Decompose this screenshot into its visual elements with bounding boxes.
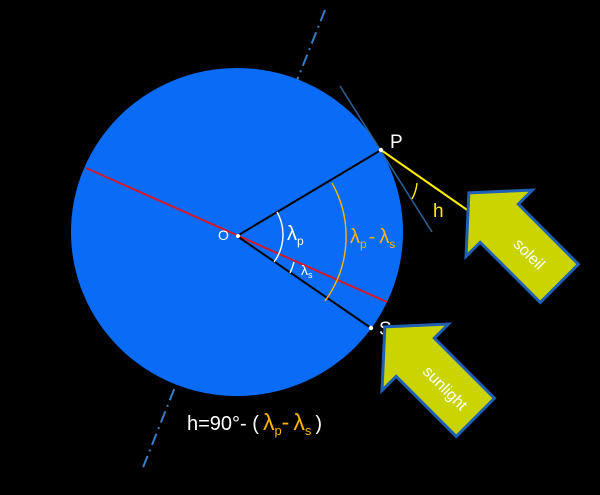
lambda-diff-sub-s: s bbox=[389, 237, 395, 251]
angle-arc-lambda-s bbox=[289, 261, 295, 274]
sun-ray bbox=[380, 149, 474, 215]
arrow-sunlight: sunlight bbox=[380, 322, 497, 439]
point-p-dot bbox=[378, 147, 384, 153]
arrow-soleil-shape bbox=[464, 188, 581, 305]
tangent-line bbox=[339, 85, 433, 233]
lambda-s-label: λs bbox=[301, 262, 313, 280]
formula: h=90°- (λp-λs) bbox=[187, 409, 322, 438]
formula-minus: - bbox=[282, 409, 290, 435]
angle-arc-diff bbox=[324, 182, 347, 302]
formula-suffix: ) bbox=[315, 413, 322, 435]
lambda-s-subscript: s bbox=[308, 270, 313, 280]
origin-label: O bbox=[218, 227, 229, 243]
radius-os bbox=[236, 235, 372, 329]
formula-prefix: h=90°- ( bbox=[187, 413, 259, 435]
point-s-dot bbox=[368, 325, 374, 331]
lambda-diff-label: λp-λs bbox=[350, 226, 395, 251]
formula-lambda-p: λ bbox=[263, 409, 275, 435]
lambda-diff-sub-p: p bbox=[360, 237, 367, 251]
formula-sub-s: s bbox=[305, 423, 312, 438]
angle-arc-h bbox=[411, 182, 418, 200]
lambda-p-label: λp bbox=[287, 223, 304, 248]
origin-dot bbox=[236, 234, 240, 238]
lambda-diff-symbol-p: λ bbox=[350, 226, 360, 248]
point-p-label: P bbox=[390, 132, 403, 153]
angle-h-label: h bbox=[433, 201, 444, 222]
angle-arc-lambda-p bbox=[273, 211, 284, 263]
lambda-s-symbol: λ bbox=[301, 262, 308, 278]
arrow-sunlight-shape bbox=[380, 322, 497, 439]
radius-op bbox=[236, 149, 382, 237]
formula-lambda-s: λ bbox=[293, 409, 305, 435]
formula-sub-p: p bbox=[274, 423, 281, 438]
globe bbox=[71, 68, 403, 396]
arrow-soleil: soleil bbox=[464, 188, 581, 305]
lambda-p-symbol: λ bbox=[287, 223, 297, 245]
lambda-diff-symbol-s: λ bbox=[379, 226, 389, 248]
lambda-p-subscript: p bbox=[297, 234, 304, 248]
lambda-diff-minus: - bbox=[369, 226, 376, 248]
